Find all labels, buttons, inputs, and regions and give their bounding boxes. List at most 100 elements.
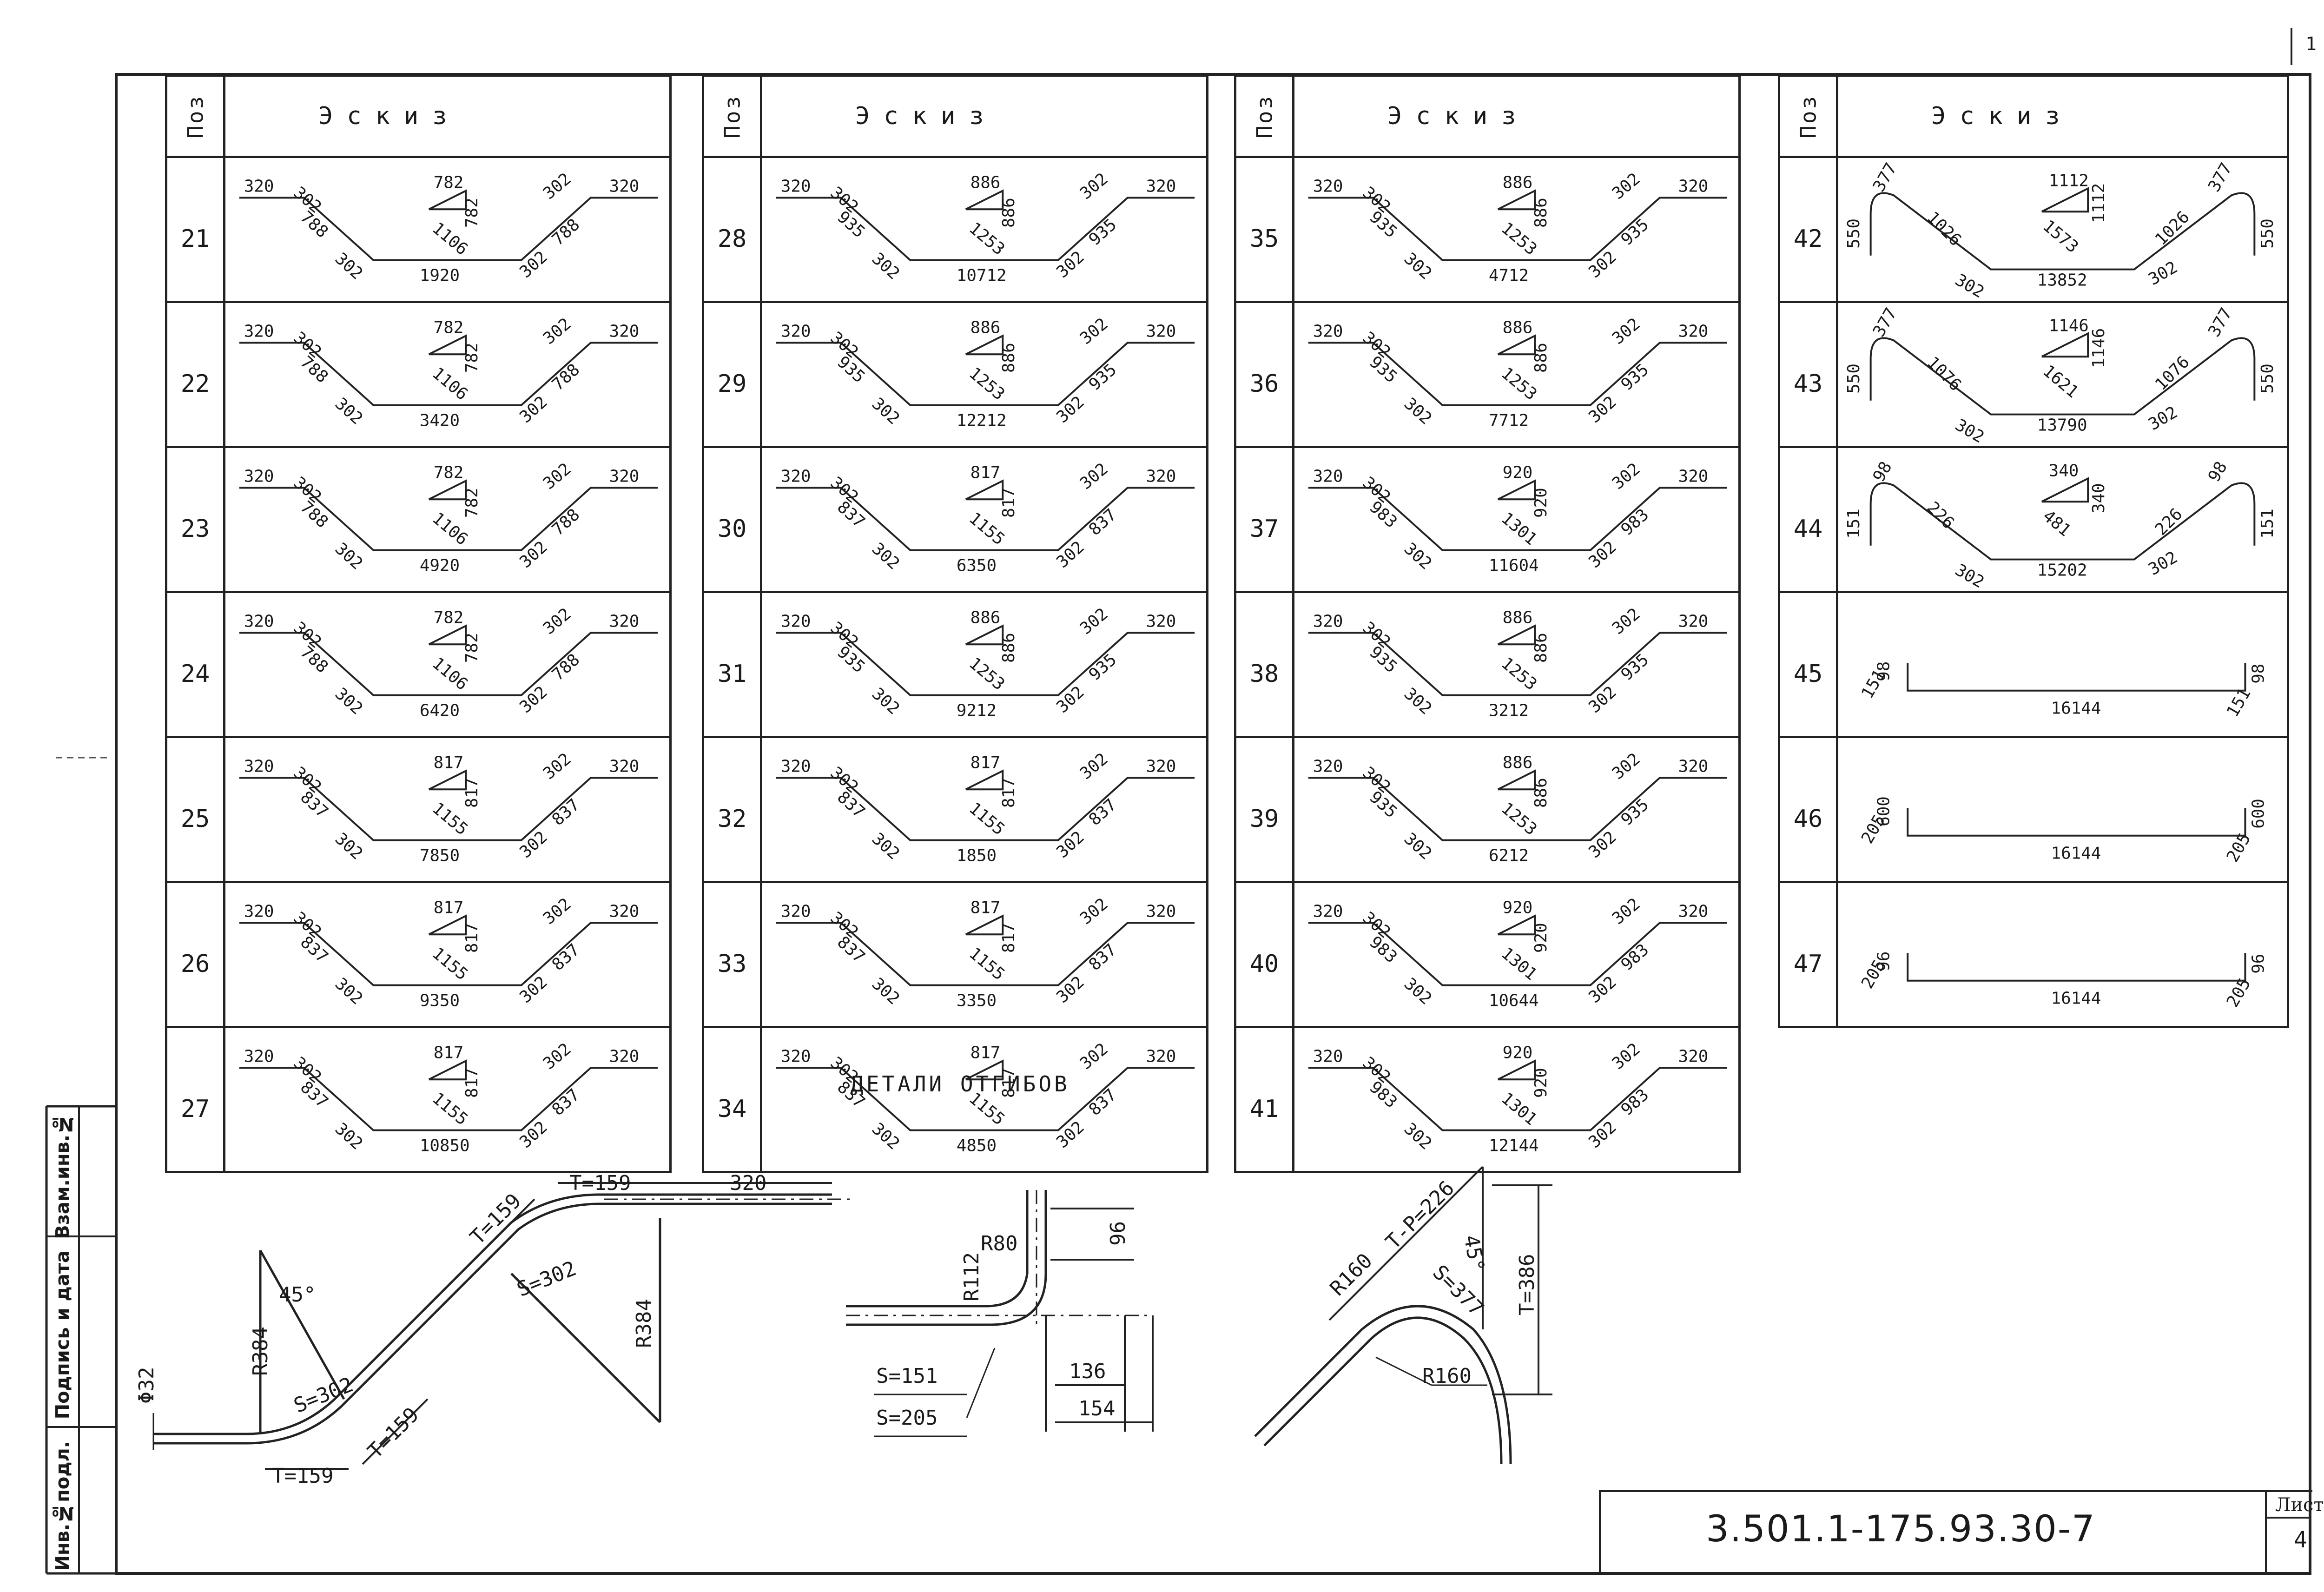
dim-top-left: 320 (1313, 1047, 1343, 1066)
dim-bottom-length: 3350 (957, 991, 997, 1010)
sketch-cell: 320 302 886 302 320 935 1253 886 302 107… (760, 156, 1208, 303)
position-number: 39 (1234, 736, 1294, 883)
dim-hook-right: 600 (2249, 799, 2268, 829)
dim-hook-right: 96 (2249, 954, 2268, 974)
bend-details-title: ДЕТАЛИ ОТГИБОВ (851, 1071, 1070, 1097)
mid-d136: 136 (1069, 1360, 1106, 1383)
dim-top-left: 320 (781, 757, 811, 776)
side-label-replace: Взам.инв.№ (52, 1113, 73, 1239)
position-number: 22 (165, 301, 225, 448)
dim-top-left: 320 (244, 177, 274, 196)
sheet-label: Лист (2275, 1494, 2324, 1516)
dim-top-left: 320 (781, 902, 811, 921)
table-row: 37 320 302 920 302 320 983 1301 920 302 … (1234, 446, 1741, 593)
dim-top-left: 320 (1313, 902, 1343, 921)
dim-tri-side: 782 (462, 343, 482, 373)
position-number: 28 (702, 156, 762, 303)
position-number: 33 (702, 881, 762, 1028)
trapezoid-sketch: 320 302 817 302 320 837 1155 817 302 185… (776, 749, 1195, 865)
straight-bar-sketch: 98 98 151 151 16144 (1858, 661, 2268, 720)
table-row: 29 320 302 886 302 320 935 1253 886 302 … (702, 301, 1208, 448)
sketch-cell: 320 302 886 302 320 935 1253 886 302 621… (1292, 736, 1741, 883)
dim-top-right: 320 (1678, 467, 1709, 486)
mid-s151: S=151 (876, 1364, 938, 1388)
dim-top-left: 320 (244, 902, 274, 921)
sketch-cell: 96 96 205 205 16144 (1836, 881, 2289, 1028)
dim-tri-side: 817 (999, 923, 1018, 953)
position-number: 41 (1234, 1026, 1294, 1173)
dim-top-left: 320 (781, 1047, 811, 1066)
dim-tri-top: 1112 (2049, 171, 2089, 190)
table-row: 23 320 302 782 302 320 788 1106 782 302 … (165, 446, 672, 593)
dim-top-left: 320 (781, 177, 811, 196)
table-row: 39 320 302 886 302 320 935 1253 886 302 … (1234, 736, 1741, 883)
dim-top-right: 320 (609, 467, 640, 486)
sheet-corner-number: 1 (2305, 33, 2317, 55)
trapezoid-sketch: 320 302 920 302 320 983 1301 920 302 116… (1308, 459, 1727, 575)
trapezoid-sketch: 320 302 920 302 320 983 1301 920 302 106… (1308, 894, 1727, 1010)
dim-side-right: 151 (2258, 509, 2277, 539)
trapezoid-sketch: 320 302 886 302 320 935 1253 886 302 921… (776, 604, 1195, 720)
trapezoid-sketch: 320 302 886 302 320 935 1253 886 302 621… (1308, 749, 1727, 865)
position-number: 25 (165, 736, 225, 883)
table-row: 35 320 302 886 302 320 935 1253 886 302 … (1234, 156, 1741, 303)
dim-tri-side: 817 (999, 1068, 1018, 1098)
position-number: 35 (1234, 156, 1294, 303)
mid-d96: 96 (1106, 1221, 1130, 1246)
dim-top-right: 320 (1146, 322, 1176, 341)
dim-top-left: 320 (244, 1047, 274, 1066)
right-r160a: R160 (1326, 1249, 1377, 1301)
dim-top-right: 320 (1146, 1047, 1176, 1066)
sketch-cell: 320 302 886 302 320 935 1253 886 302 122… (760, 301, 1208, 448)
dim-top-right: 320 (1146, 467, 1176, 486)
trapezoid-sketch: 320 302 817 302 320 837 1155 817 302 785… (239, 749, 658, 865)
sketch-cell: 320 302 817 302 320 837 1155 817 302 635… (760, 446, 1208, 593)
table-row: 25 320 302 817 302 320 837 1155 817 302 … (165, 736, 672, 883)
left-r2: R384 (632, 1299, 656, 1348)
table-row: 30 320 302 817 302 320 837 1155 817 302 … (702, 446, 1208, 593)
dim-tri-top: 886 (1503, 608, 1533, 627)
trapezoid-sketch: 320 302 886 302 320 935 1253 886 302 471… (1308, 169, 1727, 285)
dim-tri-top: 782 (434, 608, 464, 627)
trapezoid-sketch: 320 302 782 302 320 788 1106 782 302 642… (239, 604, 658, 720)
table-row: 26 320 302 817 302 320 837 1155 817 302 … (165, 881, 672, 1028)
table-row: 47 96 96 205 205 16144 (1778, 881, 2289, 1028)
dim-top-left: 320 (781, 322, 811, 341)
position-number: 47 (1778, 881, 1838, 1028)
position-number: 38 (1234, 591, 1294, 738)
dim-bottom-length: 13790 (2037, 416, 2087, 435)
trapezoid-sketch: 320 302 886 302 320 935 1253 886 302 771… (1308, 314, 1727, 430)
dim-tri-top: 886 (1503, 318, 1533, 337)
dim-tri-top: 886 (971, 318, 1001, 337)
sketch-cell: 320 302 817 302 320 837 1155 817 302 185… (760, 736, 1208, 883)
dim-tri-top: 817 (434, 1043, 464, 1062)
dim-bottom-length: 10644 (1489, 991, 1539, 1010)
sketch-cell: 320 302 817 302 320 837 1155 817 302 485… (760, 1026, 1208, 1173)
table-row: 46 600 600 205 205 16144 (1778, 736, 2289, 883)
dim-top-right: 320 (1678, 902, 1709, 921)
right-t: T=386 (1515, 1254, 1539, 1315)
sketch-cell: 320 302 886 302 320 935 1253 886 302 771… (1292, 301, 1741, 448)
dim-top-right: 320 (1146, 902, 1176, 921)
dim-tri-side: 340 (2089, 483, 2108, 513)
rebar-mid (846, 1190, 1029, 1308)
table-row: 27 320 302 817 302 320 837 1155 817 302 … (165, 1026, 672, 1173)
dim-tri-side: 886 (999, 633, 1018, 663)
dim-tri-side: 1146 (2089, 328, 2108, 368)
dim-bottom-length: 4850 (957, 1136, 997, 1155)
dim-side-right: 550 (2258, 218, 2277, 249)
dim-tri-top: 817 (971, 753, 1001, 772)
sketch-cell: 320 302 920 302 320 983 1301 920 302 106… (1292, 881, 1741, 1028)
straight-bar-sketch: 96 96 205 205 16144 (1858, 951, 2268, 1011)
dim-top-right: 320 (1678, 322, 1709, 341)
straight-bar-sketch: 600 600 205 205 16144 (1858, 796, 2268, 865)
left-t1: T=159 (272, 1464, 333, 1488)
trapezoid-sketch: 320 302 817 302 320 837 1155 817 302 935… (239, 894, 658, 1010)
header-eskiz: Эскиз (760, 74, 1208, 158)
dim-tri-side: 886 (1532, 343, 1551, 373)
table-row: 45 98 98 151 151 16144 (1778, 591, 2289, 738)
table-row: 33 320 302 817 302 320 837 1155 817 302 … (702, 881, 1208, 1028)
dim-tri-side: 817 (462, 778, 482, 808)
sketch-cell: 320 302 817 302 320 837 1155 817 302 785… (223, 736, 672, 883)
